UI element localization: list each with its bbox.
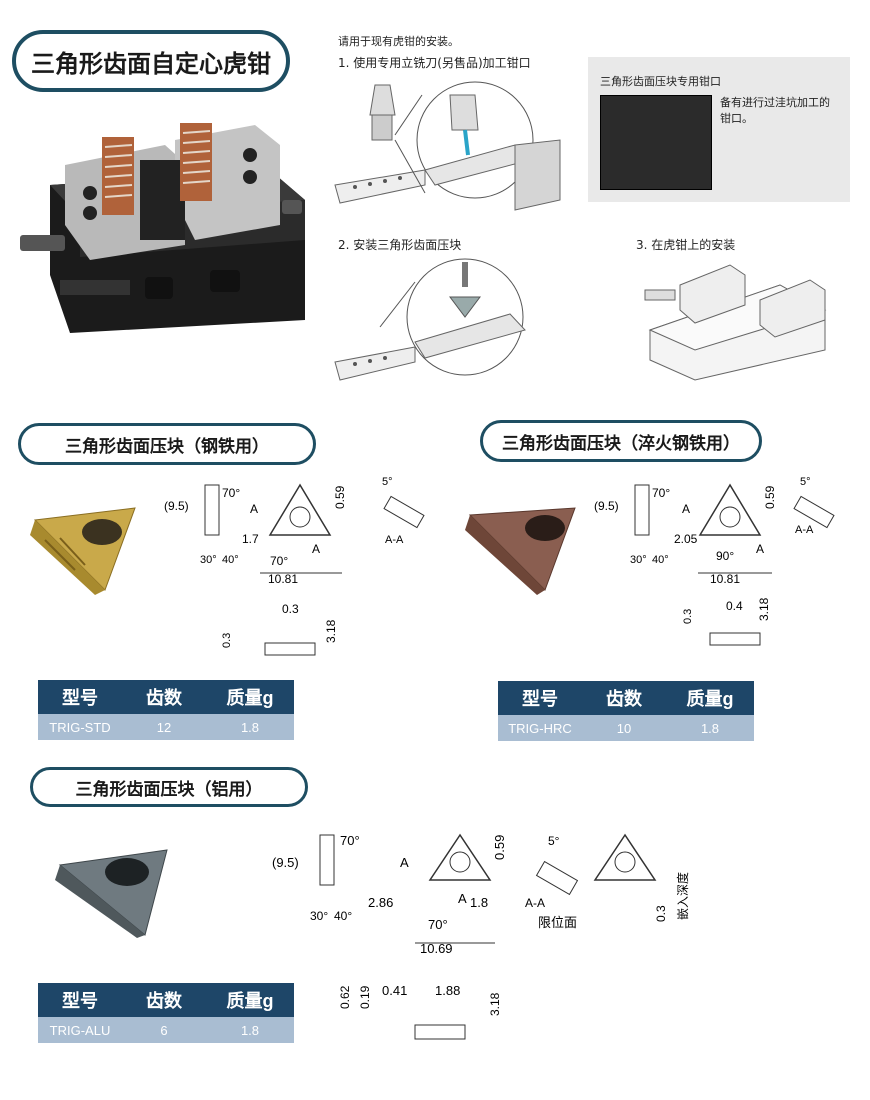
steel-dims: (9.5) 70° A A 0.59 1.7 30° 40° 70° 10.81…: [164, 476, 425, 656]
td-model: TRIG-STD: [38, 714, 122, 740]
svg-text:A: A: [682, 502, 690, 516]
svg-text:0.19: 0.19: [358, 985, 372, 1009]
svg-text:(9.5): (9.5): [272, 855, 299, 870]
svg-text:2.86: 2.86: [368, 895, 393, 910]
svg-text:(9.5): (9.5): [594, 499, 619, 513]
dim-a-right: A: [312, 542, 320, 556]
svg-text:2.05: 2.05: [674, 532, 698, 546]
svg-text:限位面: 限位面: [538, 915, 577, 930]
td-teeth: 12: [122, 714, 206, 740]
svg-text:A: A: [458, 891, 467, 906]
steel-insert-image: [30, 507, 136, 595]
svg-text:70°: 70°: [428, 917, 448, 932]
th-teeth: 齿数: [122, 680, 206, 714]
dim-t3: 3.18: [324, 619, 338, 643]
th-model: 型号: [38, 680, 122, 714]
dim-angle-top: 70°: [222, 486, 240, 500]
special-jaw-title: 三角形齿面压块专用钳口: [600, 75, 721, 88]
svg-text:1.88: 1.88: [435, 983, 460, 998]
svg-text:90°: 90°: [716, 549, 734, 563]
step3-diagram: [644, 264, 827, 381]
install-step-2: 2. 安装三角形齿面压块: [338, 238, 462, 252]
hrc-dims: (9.5) 70° A A 0.59 2.05 30° 40° 90° 10.8…: [594, 476, 835, 646]
svg-text:40°: 40°: [652, 554, 669, 566]
svg-text:0.41: 0.41: [382, 983, 407, 998]
svg-text:A: A: [756, 542, 764, 556]
svg-text:5°: 5°: [548, 834, 560, 848]
install-step-3: 3. 在虎钳上的安装: [636, 238, 736, 252]
section-title-hrc: 三角形齿面压块（淬火钢铁用）: [480, 420, 762, 462]
svg-text:0.62: 0.62: [338, 985, 352, 1009]
dim-offset: 1.7: [242, 532, 259, 546]
step2-diagram: [334, 258, 526, 381]
svg-text:10.81: 10.81: [710, 572, 740, 586]
svg-text:3.18: 3.18: [488, 992, 502, 1016]
dim-center: 70°: [270, 554, 288, 568]
svg-text:1.8: 1.8: [470, 895, 488, 910]
svg-text:0.59: 0.59: [763, 485, 777, 509]
dim-aa: A-A: [385, 534, 404, 546]
section-title-alu: 三角形齿面压块（铝用）: [30, 767, 308, 807]
vise-image: [20, 123, 305, 333]
dim-ang40: 40°: [222, 554, 239, 566]
alu-insert-image: [55, 849, 168, 938]
svg-text:嵌入深度: 嵌入深度: [675, 872, 690, 920]
svg-text:30°: 30°: [630, 554, 647, 566]
dim-h: (9.5): [164, 499, 189, 513]
alu-dims: (9.5) 70° A A 0.59 2.86 1.8 30° 40° 70° …: [272, 833, 690, 956]
svg-text:70°: 70°: [340, 833, 360, 848]
svg-text:10.69: 10.69: [420, 941, 453, 956]
svg-text:70°: 70°: [652, 486, 670, 500]
main-title: 三角形齿面自定心虎钳: [12, 30, 290, 92]
td-mass: 1.8: [206, 714, 294, 740]
dim-a-left: A: [250, 502, 258, 516]
dim-total: 10.81: [268, 572, 298, 586]
svg-text:30°: 30°: [310, 909, 328, 923]
hrc-insert-image: [465, 507, 576, 595]
alu-thickness-dims: 0.62 0.19 0.41 1.88 3.18: [338, 983, 502, 1040]
svg-text:0.59: 0.59: [492, 835, 507, 860]
section-title-steel: 三角形齿面压块（钢铁用）: [18, 423, 316, 465]
svg-text:5°: 5°: [800, 476, 811, 488]
special-jaw-photo: [600, 95, 712, 190]
svg-text:0.3: 0.3: [682, 609, 694, 624]
svg-text:3.18: 3.18: [757, 597, 771, 621]
th-mass: 质量g: [206, 680, 294, 714]
svg-text:A: A: [400, 855, 409, 870]
install-note: 请用于现有虎钳的安装。: [338, 35, 459, 48]
dim-ang30: 30°: [200, 554, 217, 566]
svg-text:A-A: A-A: [795, 524, 814, 536]
svg-text:0.3: 0.3: [654, 905, 668, 922]
dim-t1: 0.3: [221, 633, 233, 648]
step1-diagram: [334, 81, 561, 211]
svg-text:0.4: 0.4: [726, 599, 743, 613]
dim-width: 0.59: [333, 485, 347, 509]
special-jaw-desc: 备有进行过洼坑加工的钳口。: [720, 96, 830, 125]
svg-text:40°: 40°: [334, 909, 352, 923]
dim-tilt: 5°: [382, 476, 393, 488]
svg-text:A-A: A-A: [525, 896, 545, 910]
dim-t2: 0.3: [282, 602, 299, 616]
install-step-1: 1. 使用专用立铣刀(另售品)加工钳口: [338, 56, 531, 70]
